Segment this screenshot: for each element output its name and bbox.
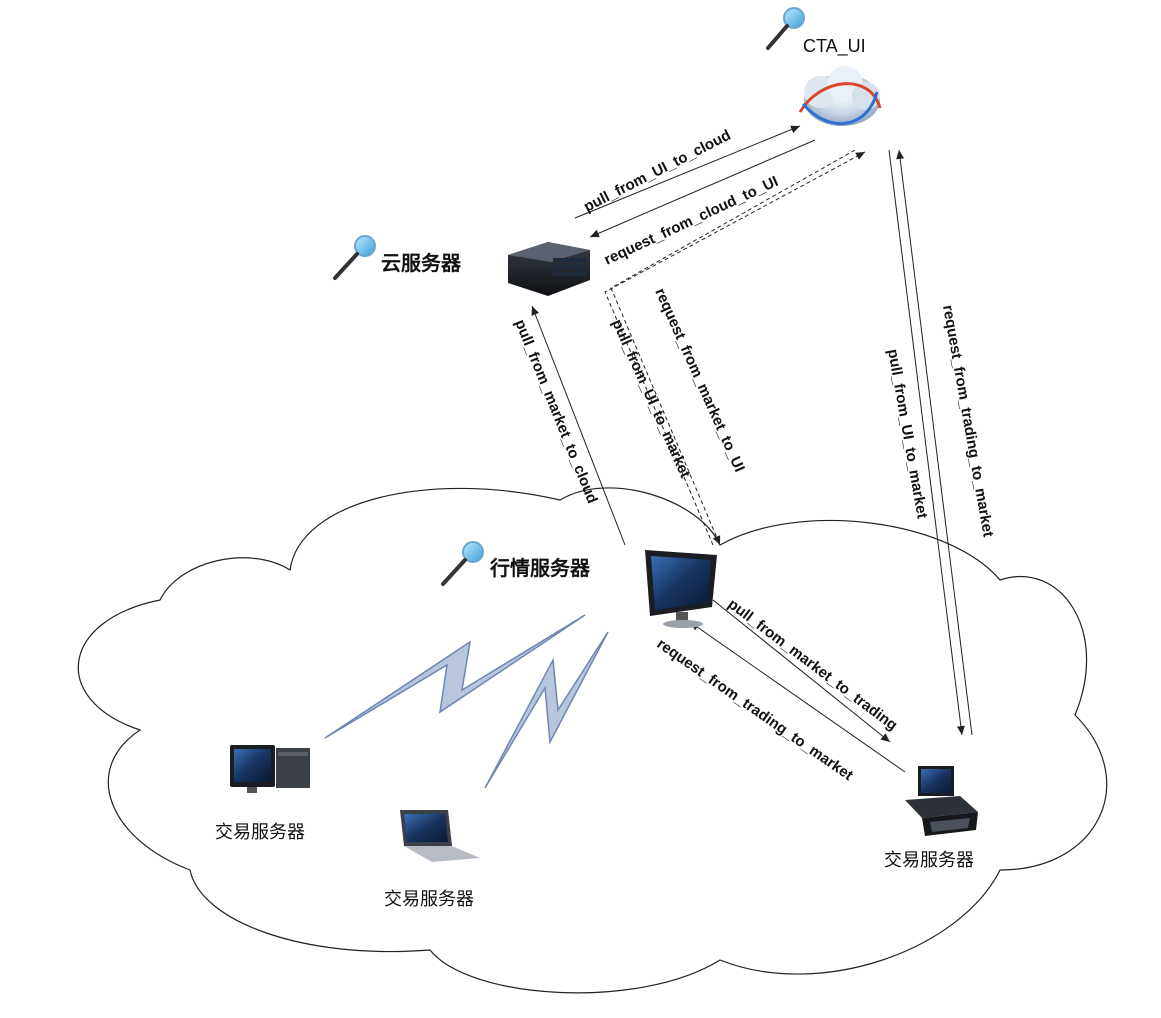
market-server-node[interactable]: 行情服务器 [441,541,717,628]
laptop-icon [400,810,480,862]
edge-request-from-trading-to-market-right [896,149,973,736]
workstation-icon [905,766,978,836]
node-label-trading-server: 交易服务器 [215,822,305,843]
trading-server-mid-node[interactable]: 交易服务器 [384,810,480,910]
edge-label: pull_from_market_to_cloud [511,317,600,506]
cloud-server-node[interactable]: 云服务器 [333,235,590,296]
cloud-globe-icon [798,66,882,126]
wireless-link-icon [484,631,609,789]
trading-server-right-node[interactable]: 交易服务器 [884,766,978,871]
edge-pull-from-ui-to-cloud [574,125,801,219]
monitor-icon [645,550,717,628]
edge-label: pull_from_UI_to_market [884,348,931,520]
desktop-computer-icon [230,745,310,793]
edge-pull-from-ui-to-market-right [888,149,965,736]
rack-server-icon [508,242,590,296]
node-label-market-server: 行情服务器 [489,556,591,580]
network-cloud-shape [77,487,1108,994]
magnifier-icon [441,541,484,586]
edge-pull-from-market-to-trading [712,599,891,743]
magnifier-icon [333,235,376,280]
node-label-trading-server: 交易服务器 [384,889,474,910]
edge-request-from-trading-to-market [689,621,906,773]
edge-request-from-market-to-ui-dashed [604,151,866,546]
wireless-link-icon [324,614,586,739]
node-label-cta-ui: CTA_UI [803,36,866,57]
cta-ui-node[interactable]: CTA_UI [766,7,882,126]
edge-label: request_from_trading_to_market [939,304,997,538]
trading-server-left-node[interactable]: 交易服务器 [215,745,310,843]
node-label-trading-server: 交易服务器 [884,850,974,871]
magnifier-icon [766,7,805,50]
edge-pull-from-ui-to-market-dashed [610,149,856,546]
node-label-cloud-server: 云服务器 [381,251,462,275]
edge-pull-from-market-to-cloud [531,305,626,546]
edge-label: request_from_trading_to_market [654,635,856,784]
edge-request-from-cloud-to-ui [589,139,816,238]
